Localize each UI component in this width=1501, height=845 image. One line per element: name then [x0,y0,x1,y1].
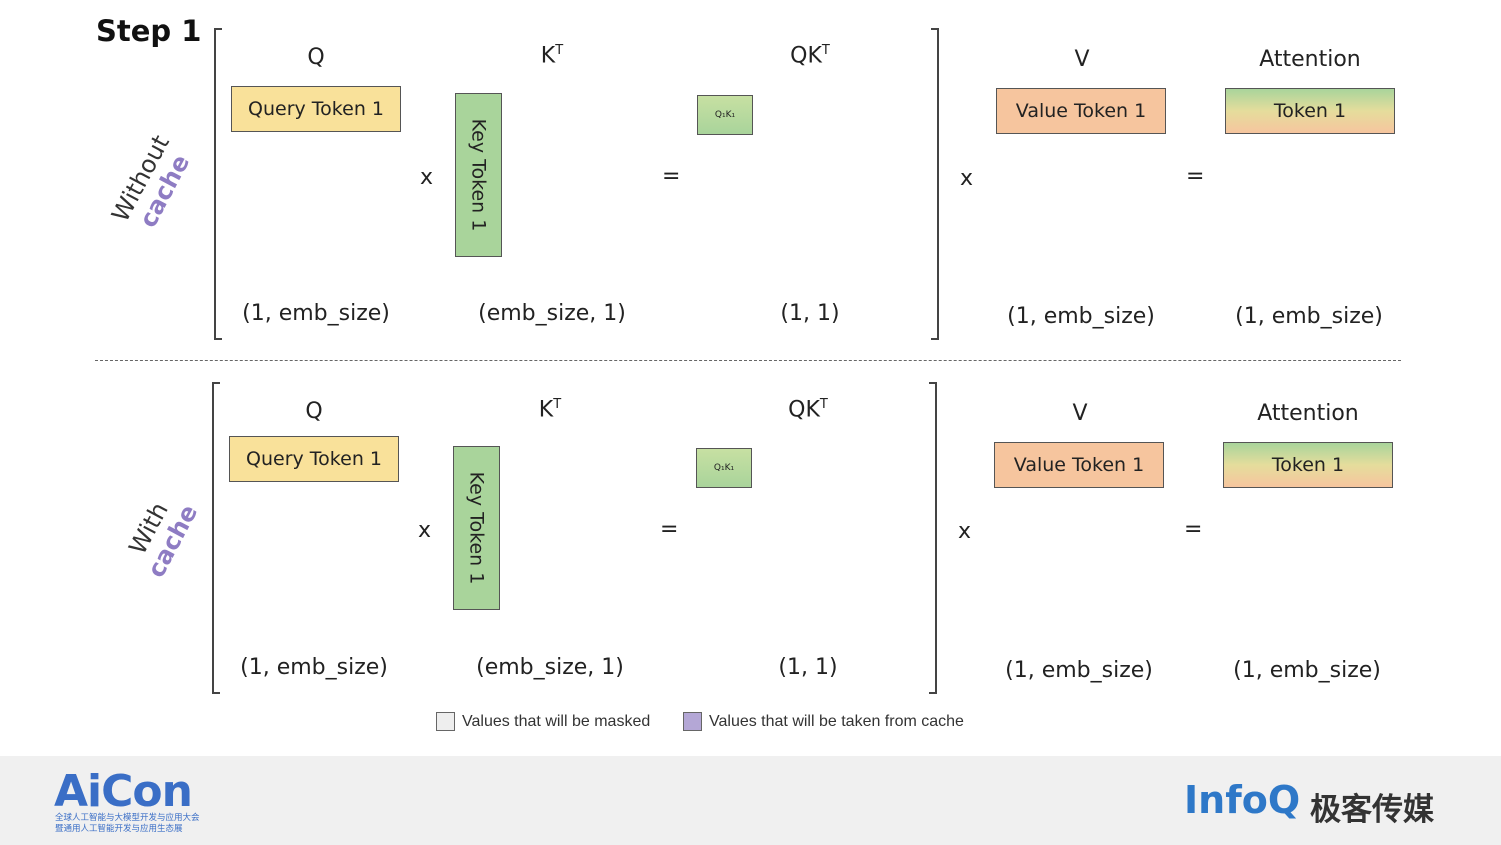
equals-operator: = [1184,517,1203,542]
attention-dim: (1, emb_size) [1233,658,1381,683]
legend-cache: Values that will be taken from cache [683,712,964,731]
query-token-box: Query Token 1 [229,436,399,482]
key-token-box: Key Token 1 [455,93,502,257]
equals-operator: = [660,517,679,542]
k-dim: (emb_size, 1) [476,655,624,680]
attention-dim: (1, emb_size) [1235,304,1383,329]
q-dim: (1, emb_size) [242,301,390,326]
q-label: Q [305,399,323,424]
v-dim: (1, emb_size) [1005,658,1153,683]
q-dim: (1, emb_size) [240,655,388,680]
without-cache-label: Without cache [99,115,208,255]
v-label: V [1072,401,1088,426]
footer-bar [0,756,1501,845]
v-dim: (1, emb_size) [1007,304,1155,329]
multiply-operator: x [960,166,974,191]
right-bracket [929,382,937,694]
attention-token-box: Token 1 [1225,88,1395,134]
multiply-operator: x [420,165,434,190]
legend-cache-text: Values that will be taken from cache [709,712,964,730]
right-bracket [931,28,939,340]
qk-dim: (1, 1) [780,301,840,326]
cache-swatch [683,712,702,731]
aicon-subtitle: 全球人工智能与大模型开发与应用大会 暨通用人工智能开发与应用生态展 [55,813,200,835]
qk-dim: (1, 1) [778,655,838,680]
attention-label: Attention [1257,401,1359,426]
key-token-box: Key Token 1 [453,446,500,610]
qk-product-box: Q₁K₁ [697,95,753,135]
geek-media-logo: 极客传媒 [1310,792,1434,828]
k-dim: (emb_size, 1) [478,301,626,326]
infoq-logo: InfoQ [1184,778,1301,822]
left-bracket [212,382,220,694]
equals-operator: = [662,164,681,189]
multiply-operator: x [958,519,972,544]
kt-label: KT [540,43,564,69]
aicon-logo: AiCon [54,766,193,817]
masked-swatch [436,712,455,731]
legend-masked-text: Values that will be masked [462,712,651,730]
qkt-label: QKT [788,397,828,423]
attention-token-box: Token 1 [1223,442,1393,488]
section-divider [95,360,1401,361]
equals-operator: = [1186,164,1205,189]
legend-masked: Values that will be masked [436,712,650,731]
with-cache-label: With cache [107,465,216,605]
page-title: Step 1 [96,14,202,48]
value-token-box: Value Token 1 [994,442,1164,488]
value-token-box: Value Token 1 [996,88,1166,134]
q-label: Q [307,45,325,70]
multiply-operator: x [418,518,432,543]
v-label: V [1074,47,1090,72]
aicon-subtitle-line1: 全球人工智能与大模型开发与应用大会 [55,813,200,823]
attention-label: Attention [1259,47,1361,72]
qk-product-box: Q₁K₁ [696,448,752,488]
qkt-label: QKT [790,43,830,69]
aicon-subtitle-line2: 暨通用人工智能开发与应用生态展 [55,824,183,834]
query-token-box: Query Token 1 [231,86,401,132]
left-bracket [214,28,222,340]
kt-label: KT [538,397,562,423]
